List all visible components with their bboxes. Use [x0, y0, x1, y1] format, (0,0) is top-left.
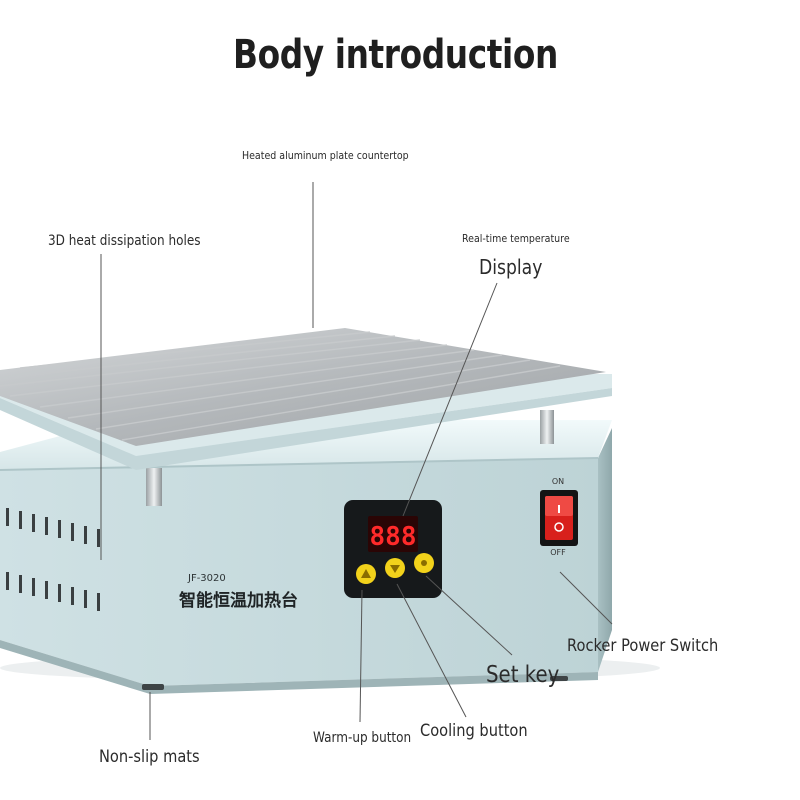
base-front-face: [0, 458, 598, 686]
heated-plate-surface: [0, 328, 606, 446]
up-arrow-icon: [361, 569, 371, 578]
base-front-bottom: [0, 640, 598, 694]
label-heat-holes: 3D heat dissipation holes: [48, 233, 201, 249]
label-heated-plate: Heated aluminum plate countertop: [242, 149, 409, 162]
label-display: Display: [479, 255, 543, 279]
page-title: Body introduction: [233, 32, 558, 78]
leader-cooling: [396, 583, 467, 718]
temperature-display-digits: 888: [370, 522, 417, 552]
model-number: JF-3020: [187, 573, 226, 584]
leader-set-key: [425, 575, 513, 656]
non-slip-mat-right: [550, 676, 568, 681]
leader-rocker-switch: [559, 571, 613, 625]
display-window: [368, 516, 418, 552]
product-name-cn: 智能恒温加热台: [179, 590, 298, 611]
base-rim-line: [0, 457, 599, 471]
label-set-key: Set key: [486, 662, 560, 688]
label-warm-up-button: Warm-up button: [313, 730, 412, 746]
set-dot-icon: [421, 560, 427, 566]
switch-on-label: ON: [552, 477, 564, 486]
label-realtime-temperature: Real-time temperature: [462, 232, 570, 245]
rocker-off-mark: [554, 522, 564, 532]
plate-grooves: [0, 331, 561, 441]
switch-off-label: OFF: [550, 548, 566, 557]
leader-warmup: [359, 589, 363, 723]
support-post-left: [146, 468, 162, 506]
label-rocker-power-switch: Rocker Power Switch: [567, 636, 719, 656]
support-post-right: [540, 410, 554, 444]
label-non-slip-mats: Non-slip mats: [99, 747, 200, 767]
non-slip-mat: [142, 684, 164, 690]
leader-lines: [100, 182, 613, 740]
heat-dissipation-holes: [6, 508, 100, 611]
base-side-face: [598, 428, 612, 672]
label-cooling-button: Cooling button: [420, 721, 528, 741]
down-arrow-icon: [390, 565, 400, 573]
leader-display: [402, 282, 498, 517]
